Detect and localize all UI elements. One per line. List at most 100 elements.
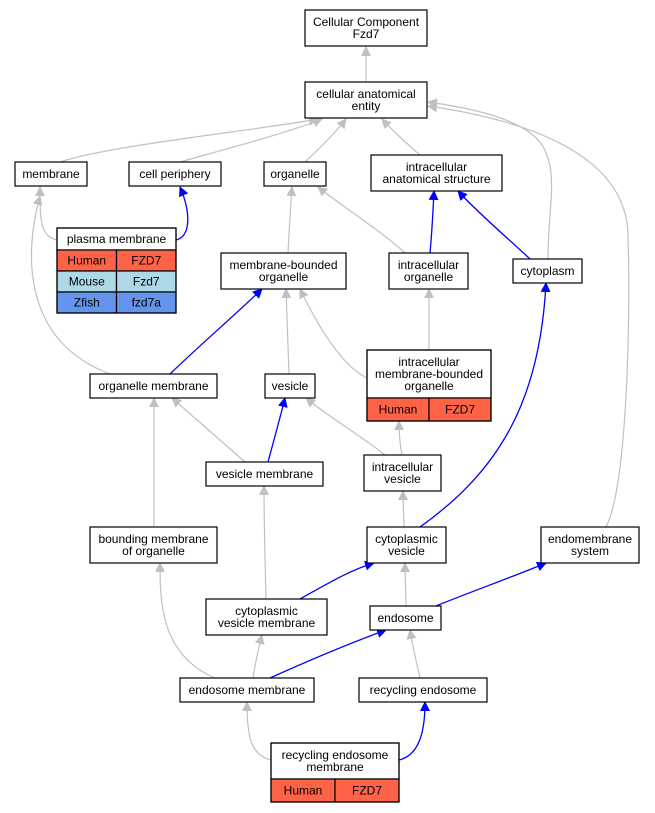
edge-endosome-membrane-to-cytoplasmic-vesicle-membrane (252, 634, 265, 679)
node-box (304, 9, 428, 47)
edge-cytoplasm-to-cellular-anatomical-entity (427, 98, 553, 260)
edge-recycling-endosome-to-endosome (406, 629, 421, 679)
edge-endosome-membrane-to-bounding-membrane-of-organelle (155, 562, 216, 679)
node-label-line: system (571, 544, 609, 558)
species-label: Mouse (69, 275, 105, 289)
node-box (358, 677, 488, 703)
species-label: Human (284, 784, 323, 798)
gene-label: Fzd7 (133, 275, 160, 289)
node-label-line: endosome membrane (189, 683, 306, 697)
node-label-line: anatomical structure (382, 172, 490, 186)
node-organelle-membrane[interactable]: organelle membrane (89, 373, 218, 399)
node-label-line: entity (352, 99, 381, 113)
edge-organelle-to-cellular-anatomical-entity (304, 118, 347, 163)
node-label-line: membrane (22, 167, 80, 181)
node-organelle[interactable]: organelle (263, 161, 327, 187)
node-label-line: intracellular (398, 258, 459, 272)
node-label-line: cell periphery (139, 167, 210, 181)
node-label-line: vesicle membrane (218, 616, 316, 630)
edge-endosome-to-cytoplasmic-vesicle (400, 562, 411, 607)
node-label-line: Cellular Component (313, 15, 420, 29)
edge-cytoplasmic-vesicle-to-cytoplasm (419, 282, 551, 528)
node-box (370, 154, 503, 192)
node-box (205, 598, 328, 636)
gene-label: FZD7 (352, 784, 382, 798)
edge-endosome-to-endomembrane-system (435, 561, 547, 607)
species-label: Human (379, 403, 418, 417)
edge-cytoplasmic-vesicle-membrane-to-vesicle-membrane (259, 485, 270, 600)
node-label-line: recycling endosome (282, 748, 389, 762)
node-box (363, 454, 442, 492)
node-label-line: vesicle membrane (216, 467, 314, 481)
node-label-line: membrane-bounded (229, 258, 337, 272)
node-label-line: membrane (306, 760, 364, 774)
node-box (270, 742, 400, 780)
node-label-line: vesicle (388, 544, 425, 558)
edge-endomembrane-system-to-cellular-anatomical-entity (427, 102, 630, 528)
node-box (14, 161, 88, 187)
node-label-line: cytoplasmic (235, 604, 298, 618)
node-label-line: organelle (404, 379, 454, 393)
node-outline (270, 742, 400, 803)
species-label: Human (67, 254, 106, 268)
node-membrane[interactable]: membrane (14, 161, 88, 187)
edge-membrane-to-cellular-anatomical-entity (59, 115, 319, 163)
node-box (366, 349, 492, 399)
node-box (512, 258, 583, 284)
edge-plasma-membrane-to-membrane (35, 186, 58, 241)
edge-intracellular-vesicle-to-intracellular-membrane-bounded-organelle (394, 420, 405, 456)
edge-cytoplasmic-vesicle-membrane-to-cytoplasmic-vesicle (299, 560, 375, 600)
node-label-line: cellular anatomical (316, 87, 415, 101)
node-box (366, 526, 447, 564)
edge-recycling-endosome-membrane-to-endosome-membrane (242, 701, 272, 761)
node-box (179, 677, 315, 703)
edge-vesicle-to-membrane-bounded-organelle (281, 288, 292, 375)
node-endosome-membrane[interactable]: endosome membrane (179, 677, 315, 703)
edge-endosome-membrane-to-endosome (269, 628, 387, 679)
node-box (89, 526, 218, 564)
node-label-line: intracellular (406, 160, 467, 174)
edges-layer (30, 46, 630, 761)
node-box (205, 461, 324, 487)
edge-intracellular-organelle-to-organelle (317, 186, 406, 254)
node-box (369, 605, 442, 631)
edge-intracellular-vesicle-to-vesicle (305, 397, 386, 456)
edge-intracellular-anatomical-structure-to-cellular-anatomical-entity (381, 118, 421, 156)
node-label-line: of organelle (122, 544, 185, 558)
node-box (540, 526, 640, 564)
node-cell-periphery[interactable]: cell periphery (128, 161, 222, 187)
edge-membrane-bounded-organelle-to-organelle (286, 186, 297, 254)
node-label-line: intracellular (398, 355, 459, 369)
node-box (263, 161, 327, 187)
node-label-line: plasma membrane (67, 232, 167, 246)
edge-intracellular-membrane-bounded-organelle-to-membrane-bounded-organelle (299, 288, 368, 379)
edge-intracellular-organelle-to-intracellular-anatomical-structure (428, 190, 439, 254)
node-label-line: membrane-bounded (375, 367, 483, 381)
node-label-line: recycling endosome (370, 683, 477, 697)
node-vesicle[interactable]: vesicle (264, 373, 316, 399)
edge-organelle-membrane-to-membrane-bounded-organelle (169, 288, 263, 375)
node-intracellular-membrane-bounded-organelle[interactable]: intracellularmembrane-boundedorganelleHu… (366, 349, 492, 422)
node-box (304, 81, 428, 119)
node-cytoplasm[interactable]: cytoplasm (512, 258, 583, 284)
node-recycling-endosome[interactable]: recycling endosome (358, 677, 488, 703)
node-endosome[interactable]: endosome (369, 605, 442, 631)
gene-label: FZD7 (445, 403, 475, 417)
edge-vesicle-membrane-to-vesicle (267, 397, 288, 463)
node-label-line: intracellular (372, 460, 433, 474)
node-box (89, 373, 218, 399)
node-vesicle-membrane[interactable]: vesicle membrane (205, 461, 324, 487)
